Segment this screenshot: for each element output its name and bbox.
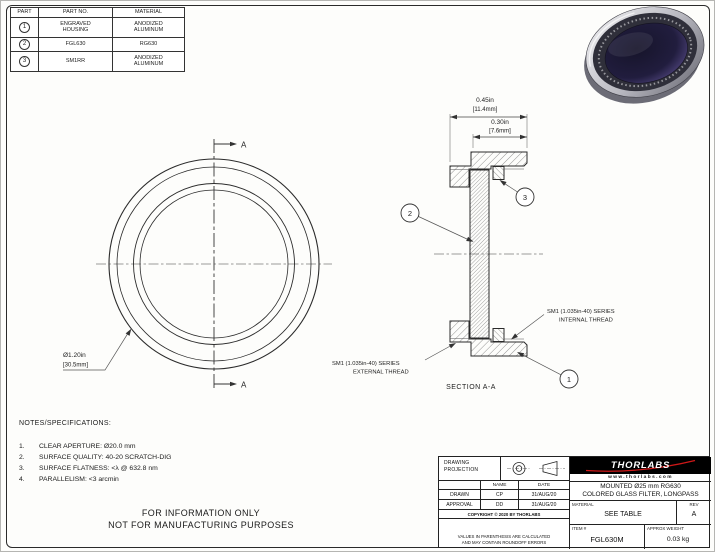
housing-section-top <box>449 151 528 188</box>
rev-label: REV <box>689 502 699 507</box>
svg-text:SM1 (1.035in-40) SERIES: SM1 (1.035in-40) SERIES <box>332 361 400 367</box>
drawn-name: CP <box>481 490 519 500</box>
note-item: 2. SURFACE QUALITY: 40-20 SCRATCH-DIG <box>19 454 172 461</box>
svg-text:SM1 (1.035in-40) SERIES: SM1 (1.035in-40) SERIES <box>547 309 615 315</box>
info-only-line2: NOT FOR MANUFACTURING PURPOSES <box>108 519 294 530</box>
balloon-3: 3 <box>499 180 535 207</box>
rev-value: A <box>691 511 697 518</box>
parts-header-material: MATERIAL <box>112 7 185 18</box>
weight-field: APPROX WEIGHT 0.03 kg <box>645 525 711 549</box>
name-header: NAME <box>481 481 519 490</box>
parts-table-row: 3 SM1RR ANODIZED ALUMINUM <box>10 50 185 72</box>
material-value: SEE TABLE <box>604 511 642 518</box>
third-angle-projection-icon <box>501 457 570 481</box>
notes-list: 1. CLEAR APERTURE: Ø20.0 mm 2. SURFACE Q… <box>19 441 171 485</box>
item-label: ITEM # <box>572 526 587 531</box>
section-arrow-label-bottom: A <box>241 381 247 390</box>
balloon-3-icon: 3 <box>19 55 30 67</box>
dim-outer-diameter: Ø1.20in <box>63 352 86 359</box>
svg-text:INTERNAL THREAD: INTERNAL THREAD <box>559 318 613 324</box>
approval-label: APPROVAL <box>439 500 481 510</box>
svg-text:3: 3 <box>523 193 527 202</box>
dim-depth: 0.30in <box>491 119 509 126</box>
copyright-note: COPYRIGHT © 2020 BY THORLABS <box>439 510 570 519</box>
retaining-ring-section-bottom <box>492 328 505 342</box>
note-item: 1. CLEAR APERTURE: Ø20.0 mm <box>19 443 136 450</box>
website-text: www.thorlabs.com <box>570 474 711 482</box>
parts-table-row: 2 FGL630 RG630 <box>10 36 185 52</box>
front-view: A A Ø1.20in [30.5mm] <box>63 139 332 390</box>
drawing-title-line2: COLORED GLASS FILTER, LONGPASS <box>582 491 699 498</box>
date-header: DATE <box>519 481 570 490</box>
drawn-date: 31/AUG/20 <box>519 490 570 500</box>
note-item: 4. PARALLELISM: <3 arcmin <box>19 476 119 483</box>
parts-table-header-row: PART PART NO. MATERIAL <box>10 7 185 18</box>
drawn-label: DRAWN <box>439 490 481 500</box>
dim-depth-mm: [7.6mm] <box>489 129 511 135</box>
weight-value: 0.03 kg <box>666 535 690 543</box>
projection-label: DRAWING PROJECTION <box>439 457 501 481</box>
logo-swoosh <box>585 459 696 472</box>
item-value: FGL630M <box>590 534 624 544</box>
balloon-1-icon: 1 <box>19 21 30 33</box>
glass-filter-section <box>469 169 490 339</box>
svg-text:2: 2 <box>408 209 412 218</box>
retaining-ring-section-top <box>492 166 505 180</box>
info-only-disclaimer: FOR INFORMATION ONLY NOT FOR MANUFACTURI… <box>56 508 346 531</box>
part-no-cell: ENGRAVED HOUSING <box>38 16 113 38</box>
roundoff-note: VALUES IN PARENTHESIS ARE CALCULATED AND… <box>439 519 570 549</box>
logo-text: THORLABS <box>610 460 671 471</box>
svg-text:EXTERNAL THREAD: EXTERNAL THREAD <box>353 370 409 376</box>
parts-table-row: 1 ENGRAVED HOUSING ANODIZED ALUMINUM <box>10 16 185 38</box>
section-view: 0.45in [11.4mm] 0.30in [7.6mm] 2 3 <box>332 97 615 391</box>
balloon-2: 2 <box>400 203 474 242</box>
dim-overall-width-mm: [11.4mm] <box>473 107 498 113</box>
drawing-frame <box>6 5 710 548</box>
rev-field: REV A <box>677 501 711 525</box>
weight-label: APPROX WEIGHT <box>647 526 685 531</box>
thorlabs-logo: THORLABS <box>570 457 711 474</box>
parts-header-part: PART <box>10 7 39 18</box>
housing-section-bottom <box>449 320 528 357</box>
item-field: ITEM # FGL630M <box>570 525 645 549</box>
material-field: MATERIAL SEE TABLE <box>570 501 677 525</box>
notes-heading: NOTES/SPECIFICATIONS: <box>19 420 112 427</box>
notes-section: NOTES/SPECIFICATIONS: 1. CLEAR APERTURE:… <box>19 420 171 485</box>
dim-overall-width: 0.45in <box>476 97 494 104</box>
dim-outer-diameter-mm: [30.5mm] <box>63 363 88 369</box>
part-no-cell: SM1RR <box>38 50 113 72</box>
part-no-cell: FGL630 <box>38 36 113 52</box>
info-only-line1: FOR INFORMATION ONLY <box>141 508 261 518</box>
drawing-title: MOUNTED Ø25 mm RG630 COLORED GLASS FILTE… <box>570 482 711 501</box>
glass-filter <box>604 22 688 84</box>
material-cell: ANODIZED ALUMINUM <box>112 50 185 72</box>
product-render <box>584 6 705 104</box>
balloon-1: 1 <box>517 352 579 389</box>
section-arrow-label-top: A <box>241 141 247 150</box>
balloon-2-icon: 2 <box>19 38 30 50</box>
signoff-blank-cell <box>439 481 481 490</box>
material-cell: RG630 <box>112 36 185 52</box>
title-block: DRAWING PROJECTION NAME DATE DRAWN CP 31… <box>438 456 711 549</box>
material-label: MATERIAL <box>572 502 594 507</box>
parts-table: PART PART NO. MATERIAL 1 ENGRAVED HOUSIN… <box>10 7 185 72</box>
external-thread-note: SM1 (1.035in-40) SERIES EXTERNAL THREAD <box>332 343 456 376</box>
material-cell: ANODIZED ALUMINUM <box>112 16 185 38</box>
svg-text:1: 1 <box>567 375 571 384</box>
approval-date: 31/AUG/20 <box>519 500 570 510</box>
section-label: SECTION A-A <box>446 384 496 391</box>
note-item: 3. SURFACE FLATNESS: <λ @ 632.8 nm <box>19 465 158 472</box>
parts-header-partno: PART NO. <box>38 7 113 18</box>
internal-thread-note: SM1 (1.035in-40) SERIES INTERNAL THREAD <box>511 309 615 340</box>
drawing-title-line1: MOUNTED Ø25 mm RG630 <box>600 483 681 490</box>
approval-name: DD <box>481 500 519 510</box>
